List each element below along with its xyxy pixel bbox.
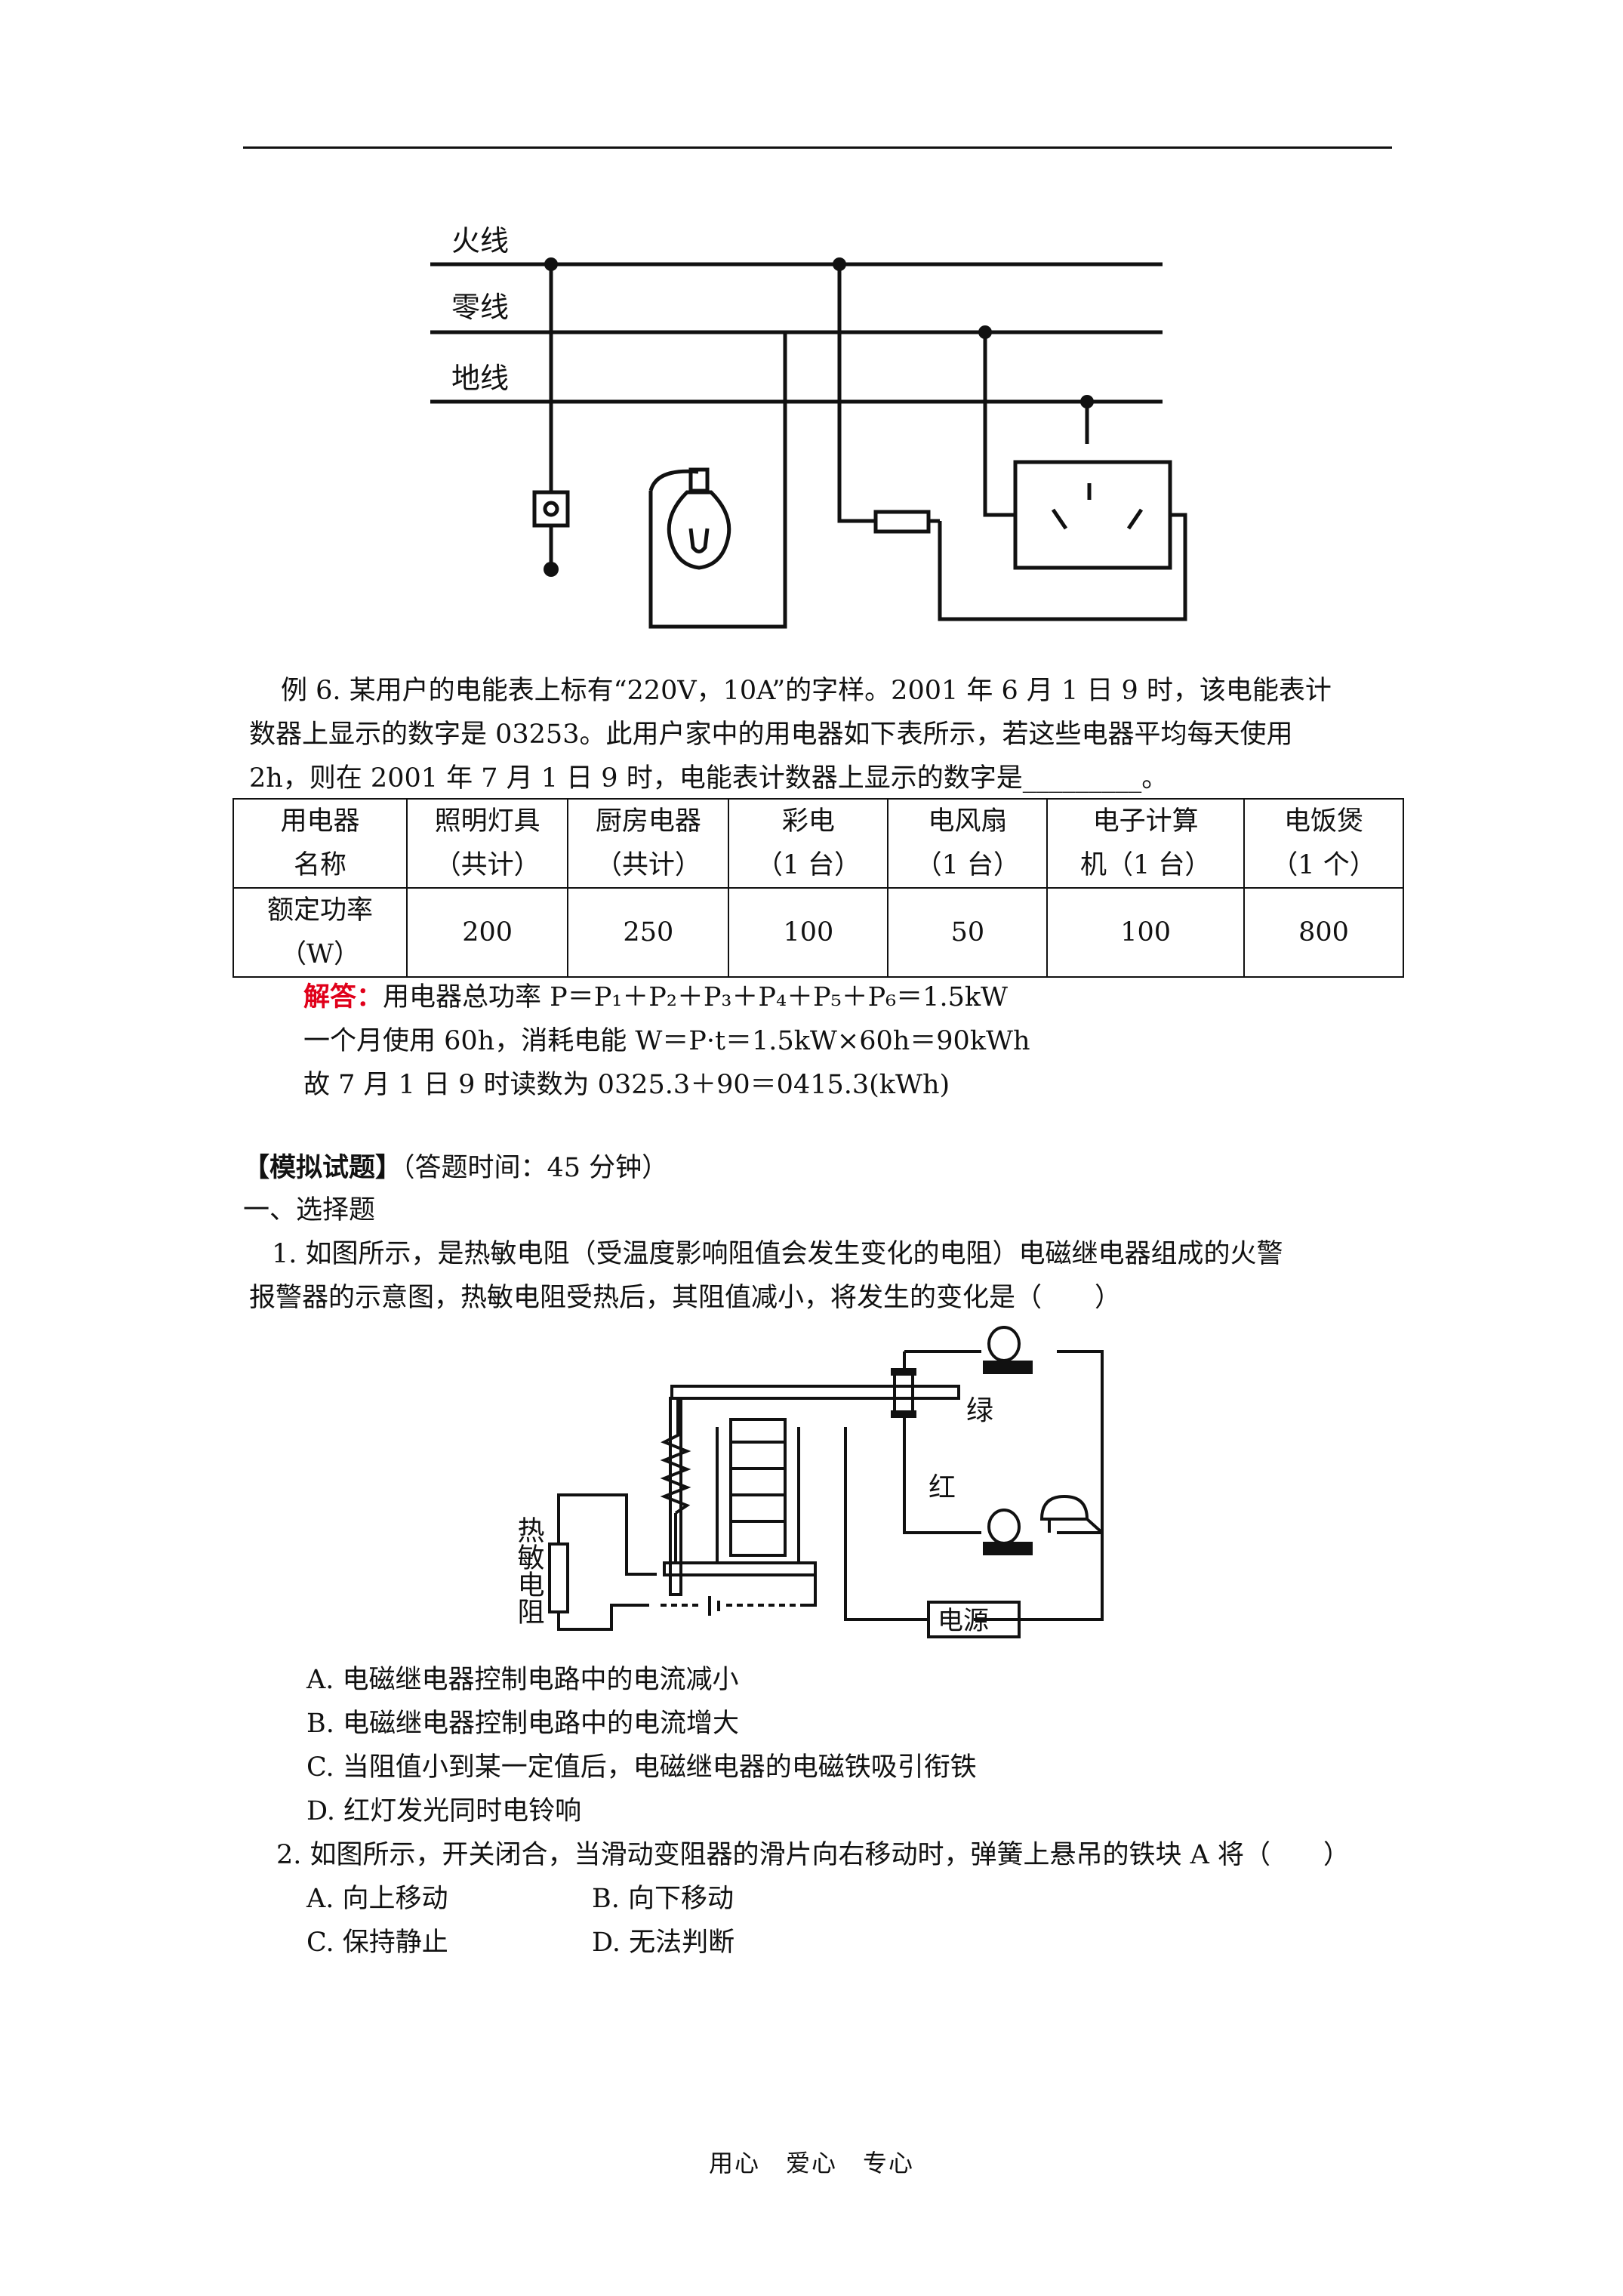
table-cell: 800 <box>1243 887 1404 978</box>
green-lamp-label: 绿 <box>966 1395 993 1426</box>
table-cell: 100 <box>1046 887 1245 978</box>
live-wire-label: 火线 <box>451 224 509 257</box>
q1-line2: 报警器的示意图，热敏电阻受热后，其阻值减小，将发生的变化是（ ） <box>249 1283 1122 1313</box>
q1-option-a: A. 电磁继电器控制电路中的电流减小 <box>306 1665 739 1695</box>
appliance-table: 用电器名称 照明灯具（共计） 厨房电器（共计） 彩电（1 台） 电风扇（1 台）… <box>233 798 1404 978</box>
header-rule <box>243 146 1392 149</box>
neutral-wire-label: 零线 <box>451 291 509 324</box>
table-cell: 电子计算机（1 台） <box>1046 798 1245 889</box>
table-header-cell: 用电器名称 <box>233 798 408 889</box>
table-cell: 50 <box>887 887 1049 978</box>
wiring-diagram: 火线 零线 地线 <box>430 224 1187 629</box>
q2-option-a: A. 向上移动 <box>306 1884 448 1914</box>
thermistor-label: 热敏电阻 <box>513 1516 545 1625</box>
q2-option-c: C. 保持静止 <box>306 1928 448 1958</box>
table-row: 额定功率（W） 200 250 100 50 100 800 <box>233 887 1404 978</box>
red-lamp-label: 红 <box>929 1472 956 1503</box>
q1-option-b: B. 电磁继电器控制电路中的电流增大 <box>306 1709 739 1739</box>
example6-line1: 例 6. 某用户的电能表上标有“220V，10A”的字样。2001 年 6 月 … <box>281 676 1332 706</box>
table-cell: 彩电（1 台） <box>728 798 889 889</box>
table-cell: 100 <box>728 887 889 978</box>
q1-option-c: C. 当阻值小到某一定值后，电磁继电器的电磁铁吸引衔铁 <box>306 1752 977 1783</box>
section-title: 一、选择题 <box>243 1195 376 1225</box>
table-cell: 厨房电器（共计） <box>567 798 730 889</box>
page-footer: 用心 爱心 专心 <box>708 2149 914 2177</box>
table-row: 用电器名称 照明灯具（共计） 厨房电器（共计） 彩电（1 台） 电风扇（1 台）… <box>233 798 1404 889</box>
q2-option-b: B. 向下移动 <box>592 1884 734 1914</box>
mock-test-heading: 【模拟试题】（答题时间：45 分钟） <box>243 1152 669 1183</box>
answer-label: 解答： <box>303 982 383 1012</box>
table-cell: 200 <box>405 887 569 978</box>
power-source-label: 电源 <box>938 1606 989 1636</box>
table-cell: 电饭煲（1 个） <box>1243 798 1404 889</box>
table-header-cell: 额定功率（W） <box>233 887 408 978</box>
answer-line3: 故 7 月 1 日 9 时读数为 0325.3＋90＝0415.3(kWh) <box>303 1070 950 1100</box>
example6-line2: 数器上显示的数字是 03253。此用户家中的用电器如下表所示，若这些电器平均每天… <box>249 720 1293 750</box>
example6-line3: 2h，则在 2001 年 7 月 1 日 9 时，电能表计数器上显示的数字是__… <box>249 763 1169 794</box>
q2-line: 2. 如图所示，开关闭合，当滑动变阻器的滑片向右移动时，弹簧上悬吊的铁块 A 将… <box>276 1840 1350 1870</box>
table-cell: 电风扇（1 台） <box>887 798 1049 889</box>
answer-line1: 解答：用电器总功率 P＝P₁＋P₂＋P₃＋P₄＋P₅＋P₆＝1.5kW <box>303 982 1009 1012</box>
q2-option-d: D. 无法判断 <box>592 1928 735 1958</box>
ground-wire-label: 地线 <box>451 362 509 395</box>
q1-option-d: D. 红灯发光同时电铃响 <box>306 1796 582 1826</box>
table-cell: 250 <box>567 887 730 978</box>
relay-circuit-diagram: 绿 红 电源 热敏电阻 <box>513 1326 1104 1638</box>
answer-line2: 一个月使用 60h，消耗电能 W＝P·t＝1.5kW×60h＝90kWh <box>303 1026 1030 1056</box>
table-cell: 照明灯具（共计） <box>405 798 569 889</box>
q1-line1: 1. 如图所示，是热敏电阻（受温度影响阻值会发生变化的电阻）电磁继电器组成的火警 <box>272 1239 1283 1269</box>
